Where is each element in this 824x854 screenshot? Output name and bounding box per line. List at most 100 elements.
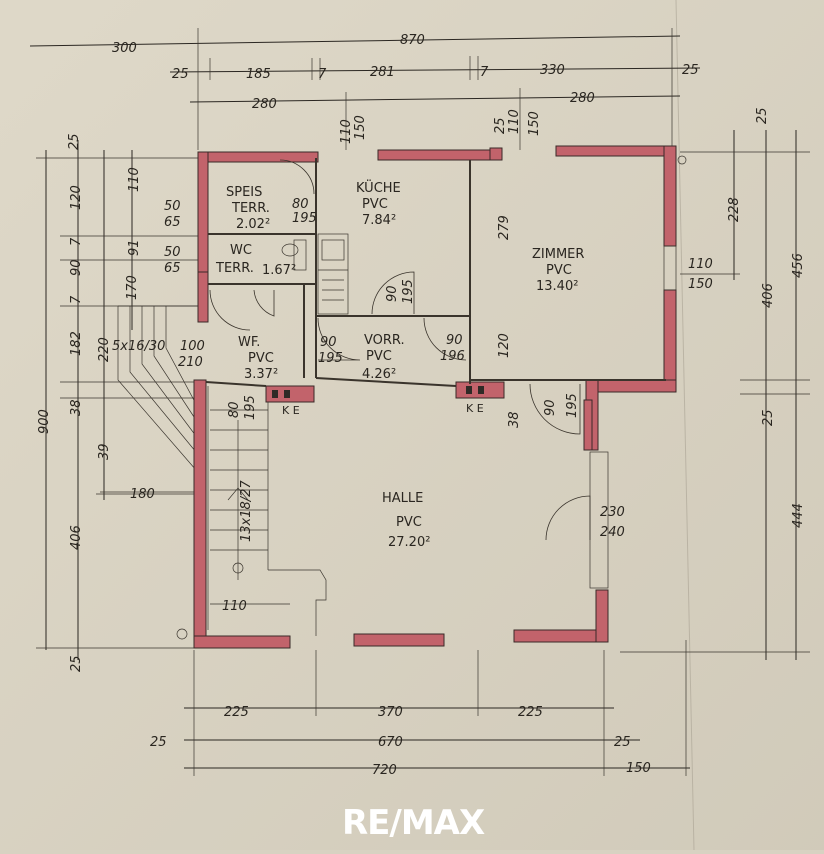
dim-left-14: 39	[97, 443, 112, 460]
dim-top-r2-5: 330	[540, 63, 565, 78]
dim-bottom-r1-0: 225	[224, 705, 249, 720]
room-speis-name: SPEIS	[226, 185, 262, 200]
dim-top-window-d: 110	[507, 109, 522, 134]
remax-logo: RE/MAX	[342, 803, 485, 843]
room-vorr-area: 4.26²	[362, 367, 396, 382]
dim-left-5: 182	[69, 331, 84, 356]
room-kueche-floor: PVC	[362, 197, 388, 212]
dim-left-4: 7	[69, 295, 84, 304]
dim-left-13: 220	[97, 337, 112, 362]
corner-marker-right	[677, 155, 687, 165]
dim-left-2: 7	[69, 237, 84, 246]
dim-right-2: 406	[761, 283, 776, 308]
room-wc-floor: TERR.	[215, 261, 254, 276]
dim-top-window-b: 150	[353, 115, 368, 140]
dim-wc-wall-a: 50	[164, 245, 181, 260]
dim-kueche-door-a: 80	[292, 197, 309, 212]
dim-right-4: 25	[761, 409, 776, 426]
dim-top-window-a: 110	[339, 119, 354, 144]
stair-label: 5x16/30	[112, 339, 165, 354]
dim-right-0: 25	[755, 107, 770, 124]
dim-zimmer-height: 279	[497, 215, 512, 240]
dim-bottom-r2-0: 25	[150, 735, 167, 750]
left-dimensions: 25 120 7 90 7 182 38 406 25 900 110 91 1…	[36, 133, 198, 672]
bottom-dimensions: 225 370 225 25 670 25 720 150	[150, 640, 690, 778]
dim-left-9: 900	[37, 409, 52, 434]
stair-main-label: 13x18/27	[239, 480, 254, 542]
exterior-walls: K E K E	[193, 145, 677, 649]
interior-dimensions: 80 195 90 195 90 195 90 196 279 120 110 …	[178, 197, 713, 540]
room-vorr-name: VORR.	[364, 333, 405, 348]
dim-top-r2-3: 281	[370, 65, 395, 80]
dim-top-r2-4: 7	[480, 65, 489, 80]
dim-left-0: 25	[67, 133, 82, 150]
dim-left-10: 110	[127, 167, 142, 192]
chimney-left-label: K E	[282, 404, 300, 417]
right-dimensions: 25 228 406 456 25 444	[620, 107, 810, 660]
room-halle-name: HALLE	[382, 491, 423, 506]
dim-halle-window-b: 240	[600, 525, 625, 540]
dim-right-1: 228	[727, 197, 742, 222]
dim-top-r2-6: 25	[682, 63, 699, 78]
dim-top-window-e: 150	[527, 111, 542, 136]
room-speis-area: 2.02²	[236, 217, 270, 232]
dim-top-r2-2: 7	[318, 67, 327, 82]
dim-top-left-extra: 300	[112, 41, 137, 56]
room-zimmer-name: ZIMMER	[532, 247, 584, 262]
dim-bottom-r3-0: 720	[372, 763, 397, 778]
room-speis-floor: TERR.	[231, 201, 270, 216]
dim-wf-door-a: 90	[320, 335, 337, 350]
dim-left-3: 90	[69, 259, 84, 276]
dim-wf-window-a: 100	[180, 339, 205, 354]
kitchen-fixtures	[281, 233, 349, 315]
dim-zimmer-door: 120	[497, 333, 512, 358]
dim-speis-wall-b: 65	[164, 215, 181, 230]
room-wf-area: 3.37²	[244, 367, 278, 382]
room-wc-area: 1.67²	[262, 263, 296, 278]
dim-left-1: 120	[69, 185, 84, 210]
room-vorr-floor: PVC	[366, 349, 392, 364]
chimney-right-label: K E	[466, 402, 484, 415]
room-kueche-name: KÜCHE	[356, 179, 401, 196]
dim-bottom-r3-1: 150	[626, 761, 651, 776]
dim-speis-wall-a: 50	[164, 199, 181, 214]
dim-wf-door-d: 195	[243, 395, 258, 420]
dim-wf-window-b: 210	[178, 355, 203, 370]
dim-halle-door-b: 195	[565, 393, 580, 418]
interior-walls	[205, 158, 666, 630]
dim-left-12: 170	[125, 275, 140, 300]
dim-zimmer-window-b: 150	[688, 277, 713, 292]
dim-right-3: 456	[791, 253, 806, 278]
dim-right-5: 444	[791, 503, 806, 528]
dim-zimmer-window-a: 110	[688, 257, 713, 272]
dim-bottom-r2-2: 25	[614, 735, 631, 750]
dim-top-r3-1: 280	[570, 91, 595, 106]
door-swings	[209, 159, 677, 589]
dim-left-6: 38	[69, 399, 84, 416]
room-halle-floor: PVC	[396, 515, 422, 530]
dim-bottom-r2-1: 670	[378, 735, 403, 750]
dim-vorr-right-a: 90	[446, 333, 463, 348]
dim-wf-door-b: 195	[318, 351, 343, 366]
dim-top-overall: 870	[400, 33, 425, 48]
room-zimmer-floor: PVC	[546, 263, 572, 278]
room-zimmer-area: 13.40²	[536, 279, 578, 294]
room-wf-name: WF.	[238, 335, 260, 350]
dim-kueche-door-b: 195	[292, 211, 317, 226]
dim-vorr-door-b: 195	[401, 279, 416, 304]
dim-top-window-c: 25	[493, 117, 508, 134]
dim-left-8: 25	[69, 655, 84, 672]
dim-vorr-door-a: 90	[385, 285, 400, 302]
exterior-stairs: 5x16/30 180	[100, 305, 198, 502]
dim-left-7: 406	[69, 525, 84, 550]
room-halle-area: 27.20²	[388, 535, 430, 550]
dim-stair-bottom: 110	[222, 599, 247, 614]
dim-top-r2-1: 185	[246, 67, 271, 82]
dim-bottom-r1-2: 225	[518, 705, 543, 720]
dim-wf-door-c: 80	[227, 401, 242, 418]
dim-vorr-right-b: 196	[440, 349, 465, 364]
dim-left-11: 91	[127, 239, 142, 256]
